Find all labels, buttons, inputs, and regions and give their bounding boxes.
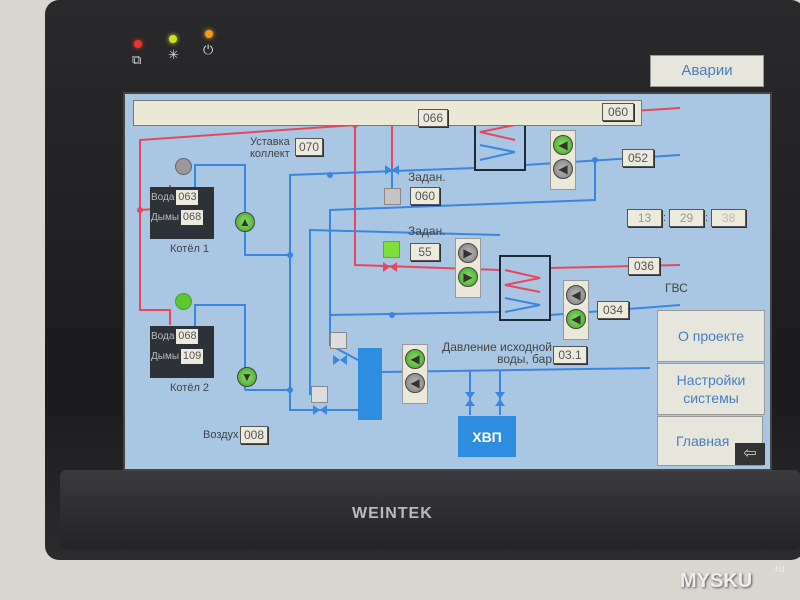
- boiler1-label: Котёл 1: [170, 243, 210, 255]
- dhw-label: ГВС: [665, 281, 688, 295]
- boiler2-water-label: Вода: [151, 331, 175, 342]
- air-field: 008: [240, 426, 268, 444]
- clock-minutes: 29: [669, 209, 704, 227]
- dhw-supply-field: 036: [628, 257, 660, 275]
- dhw-primary-pump-group[interactable]: ▶▶: [455, 238, 481, 298]
- network-icon: ⧉: [132, 52, 142, 67]
- clock-separator: :: [663, 212, 667, 224]
- dhw-circulation-pump-group[interactable]: ◀◀: [563, 280, 589, 340]
- pump-icon[interactable]: ◀: [566, 285, 586, 305]
- boiler1-flue-label: Дымы: [151, 212, 180, 223]
- boiler2-flue-field: 109: [181, 349, 204, 364]
- pressure-label: Давление исходной воды, бар: [442, 340, 552, 366]
- boiler2-flue-label: Дымы: [151, 351, 180, 362]
- boiler2-label: Котёл 2: [170, 382, 210, 394]
- air-label: Воздух: [203, 429, 239, 441]
- pressure-field: 03.1: [553, 346, 587, 364]
- alarms-button[interactable]: Аварии: [650, 55, 764, 87]
- water-treatment-unit[interactable]: ХВП: [458, 416, 516, 457]
- network-led: [134, 40, 142, 48]
- watermark-suffix: .ru: [772, 563, 785, 575]
- heat-exchanger-dhw: [499, 255, 551, 321]
- dhw-return-field: 034: [597, 301, 629, 319]
- setpoint-collector-label: Уставка коллект: [250, 136, 290, 160]
- valve-indicator: [330, 332, 347, 349]
- back-arrow-button[interactable]: ⇦: [735, 443, 765, 465]
- power-icon: ⏻: [203, 42, 214, 57]
- pump-icon[interactable]: ◀: [405, 373, 425, 393]
- boiler2-pump-icon[interactable]: ▼: [237, 367, 257, 387]
- boiler1-water-field: 063: [176, 190, 199, 205]
- boiler1-water-label: Вода: [151, 192, 175, 203]
- pump-icon[interactable]: ◀: [553, 135, 573, 155]
- supply-temp-field: 066: [418, 109, 448, 127]
- pump-icon[interactable]: ▶: [458, 267, 478, 287]
- expansion-tank: [358, 348, 382, 420]
- boiler1-flue-field: 068: [181, 210, 204, 225]
- feed-pump-group[interactable]: ◀◀: [402, 344, 428, 404]
- power-led: [205, 30, 213, 38]
- pump-icon[interactable]: ◀: [553, 159, 573, 179]
- clock-seconds: 38: [711, 209, 746, 227]
- dhw-set-label: Задан.: [408, 224, 446, 238]
- heating-pump-group[interactable]: ◀◀: [550, 130, 576, 190]
- heating-set-field[interactable]: 060: [410, 187, 440, 205]
- watermark: MYSKU: [680, 570, 753, 592]
- setpoint-collector-field[interactable]: 070: [295, 138, 323, 156]
- brand-logo: WEINTEK: [352, 505, 433, 522]
- boiler1-pump-icon[interactable]: ▲: [235, 212, 255, 232]
- boiler2-status-lamp: [175, 293, 192, 310]
- alarm-message-bar: [133, 100, 642, 126]
- boiler1-status-lamp: [175, 158, 192, 175]
- backlight-led: [169, 35, 177, 43]
- pump-icon[interactable]: ◀: [566, 309, 586, 329]
- bezel-lower: [60, 470, 800, 550]
- dhw-valve-status-indicator: [383, 241, 400, 258]
- boiler2-water-field: 068: [176, 329, 199, 344]
- pump-icon[interactable]: ▶: [458, 243, 478, 263]
- valve-indicator: [311, 386, 328, 403]
- backlight-icon: ✳: [168, 47, 179, 62]
- heating-return-field: 052: [622, 149, 654, 167]
- heating-set-label: Задан.: [408, 170, 446, 184]
- pump-icon[interactable]: ◀: [405, 349, 425, 369]
- about-button[interactable]: О проекте: [657, 310, 765, 362]
- heating-valve-status-indicator: [384, 188, 401, 205]
- clock-hours: 13: [627, 209, 662, 227]
- settings-button[interactable]: Настройки системы: [657, 363, 765, 415]
- clock-separator: :: [705, 212, 709, 224]
- dhw-set-field[interactable]: 55: [410, 243, 440, 261]
- heating-supply-field: 060: [602, 103, 634, 121]
